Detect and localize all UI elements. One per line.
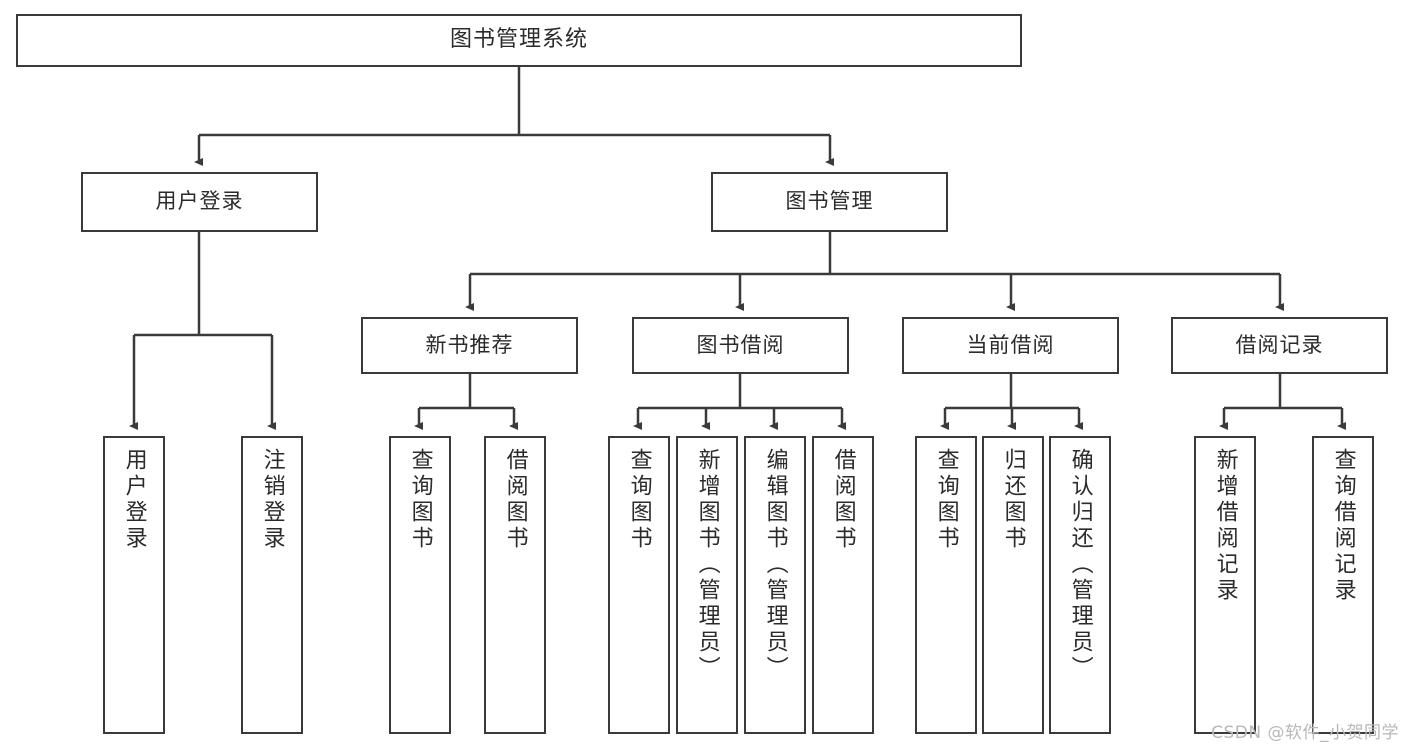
leaf-query-book-3[interactable]: 查询图书 xyxy=(915,436,977,734)
leaf-query-book-1[interactable]: 查询图书 xyxy=(389,436,451,734)
leaf-user-logout[interactable]: 注销登录 xyxy=(241,436,303,734)
leaf-edit-book[interactable]: 编辑图书（管理员） xyxy=(744,436,806,734)
leaf-confirm-return[interactable]: 确认归还（管理员） xyxy=(1049,436,1111,734)
node-user-login[interactable]: 用户登录 xyxy=(81,172,318,232)
leaf-borrow-book-2[interactable]: 借阅图书 xyxy=(812,436,874,734)
leaf-query-record[interactable]: 查询借阅记录 xyxy=(1312,436,1374,734)
node-label: 借阅图书 xyxy=(830,448,856,552)
node-root[interactable]: 图书管理系统 xyxy=(16,14,1022,67)
leaf-add-book[interactable]: 新增图书（管理员） xyxy=(676,436,738,734)
node-label: 用户登录 xyxy=(121,448,147,552)
node-label: 图书管理 xyxy=(785,189,874,214)
node-label: 图书管理系统 xyxy=(449,27,588,53)
leaf-query-book-2[interactable]: 查询图书 xyxy=(608,436,670,734)
leaf-user-login[interactable]: 用户登录 xyxy=(103,436,165,734)
node-current-borrow[interactable]: 当前借阅 xyxy=(902,317,1119,374)
node-label: 注销登录 xyxy=(259,448,285,552)
node-label: 新增图书（管理员） xyxy=(694,448,720,682)
node-book-manage[interactable]: 图书管理 xyxy=(711,172,948,232)
node-label: 图书借阅 xyxy=(696,332,785,357)
node-label: 借阅记录 xyxy=(1235,332,1324,357)
node-label: 编辑图书（管理员） xyxy=(762,448,788,682)
leaf-borrow-book-1[interactable]: 借阅图书 xyxy=(484,436,546,734)
node-label: 归还图书 xyxy=(1000,448,1026,552)
node-label: 当前借阅 xyxy=(966,332,1055,357)
node-book-borrow[interactable]: 图书借阅 xyxy=(632,317,849,374)
node-label: 查询图书 xyxy=(407,448,433,552)
node-new-book-recommend[interactable]: 新书推荐 xyxy=(361,317,578,374)
node-label: 新书推荐 xyxy=(425,332,514,357)
node-label: 借阅图书 xyxy=(502,448,528,552)
node-label: 用户登录 xyxy=(155,189,244,214)
node-label: 查询借阅记录 xyxy=(1330,448,1356,604)
node-label: 查询图书 xyxy=(626,448,652,552)
node-borrow-record[interactable]: 借阅记录 xyxy=(1171,317,1388,374)
leaf-return-book[interactable]: 归还图书 xyxy=(982,436,1044,734)
watermark: CSDN @软件_小贺同学 xyxy=(1211,723,1399,743)
leaf-add-record[interactable]: 新增借阅记录 xyxy=(1194,436,1256,734)
node-label: 确认归还（管理员） xyxy=(1067,448,1093,682)
node-label: 新增借阅记录 xyxy=(1212,448,1238,604)
node-label: 查询图书 xyxy=(933,448,959,552)
